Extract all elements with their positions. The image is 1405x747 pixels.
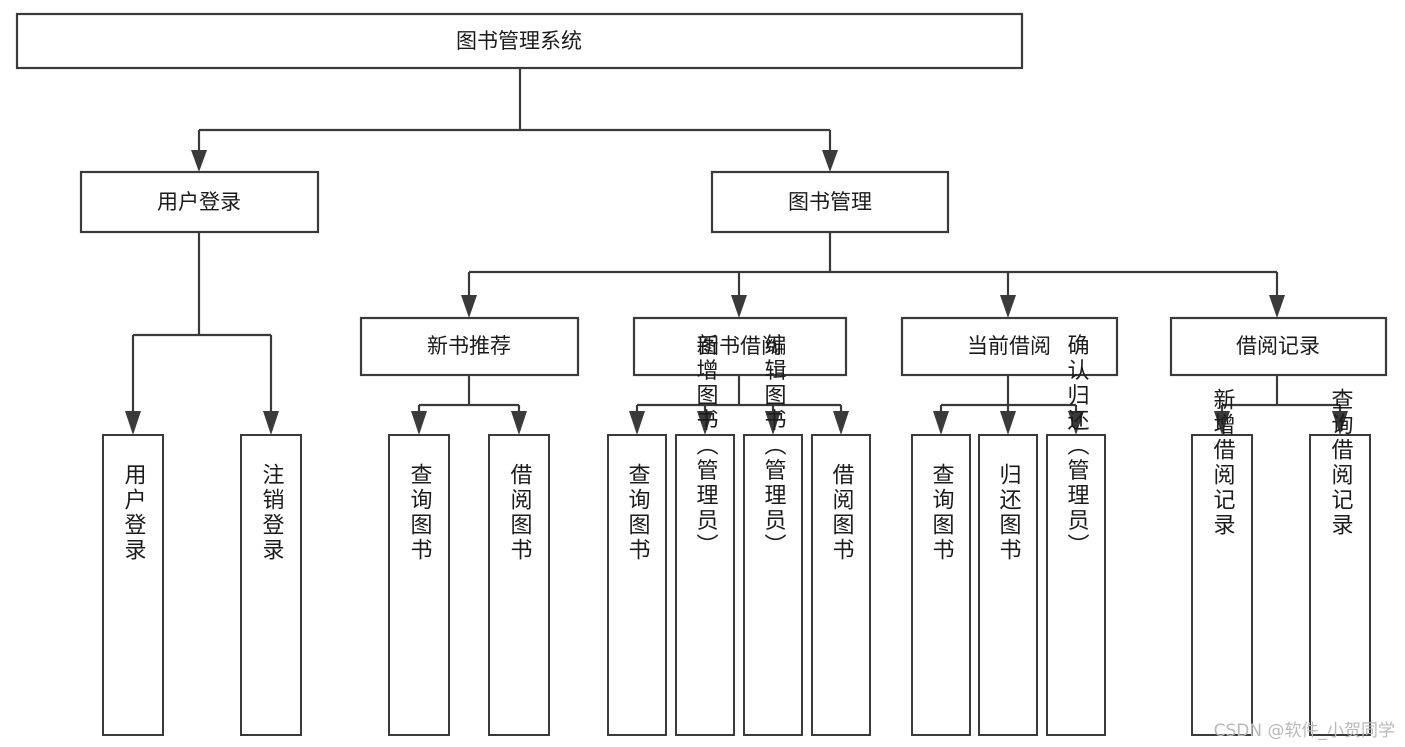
arrow-nb-leaf-1 <box>511 411 527 435</box>
arrow-bb-leaf-0 <box>629 411 645 435</box>
leaf-book-borrow-0-box[interactable] <box>607 434 667 736</box>
arrow-ul-leaf-1 <box>263 411 279 435</box>
leaf-book-borrow-2[interactable]: 编辑图书（管理员） <box>743 334 803 736</box>
node-current-borrow-label: 当前借阅 <box>967 334 1051 358</box>
leaf-current-borrow-2[interactable]: 确认归还（管理员） <box>1046 334 1106 736</box>
arrow-l3-2 <box>1000 295 1016 318</box>
leaf-current-borrow-2-box[interactable] <box>1046 434 1106 736</box>
arrow-ul-leaf-0 <box>125 411 141 435</box>
leaf-current-borrow-1-label: 归还图书 <box>996 463 1022 563</box>
node-new-book-recommend[interactable]: 新书推荐 <box>359 316 580 377</box>
node-book-manage-label: 图书管理 <box>788 190 872 214</box>
leaf-user-login-1-label: 注销登录 <box>259 463 285 563</box>
arrow-bb-leaf-2 <box>765 411 781 435</box>
leaf-book-borrow-3-box[interactable] <box>811 434 871 736</box>
leaf-borrow-record-0-box[interactable] <box>1191 434 1253 736</box>
leaf-new-book-1[interactable]: 借阅图书 <box>488 434 550 736</box>
arrow-bb-leaf-3 <box>833 411 849 435</box>
node-book-borrow-label: 图书借阅 <box>698 334 782 358</box>
leaf-book-borrow-2-box[interactable] <box>743 434 803 736</box>
leaf-user-login-0[interactable]: 用户登录 <box>102 434 164 736</box>
arrow-cb-leaf-0 <box>933 411 949 435</box>
leaf-new-book-0-box[interactable] <box>388 434 450 736</box>
leaf-book-borrow-3[interactable]: 借阅图书 <box>811 434 871 736</box>
arrow-cb-leaf-1 <box>1000 411 1016 435</box>
leaf-book-borrow-0[interactable]: 查询图书 <box>607 434 667 736</box>
leaf-borrow-record-0[interactable]: 新增借阅记录 <box>1191 388 1253 736</box>
leaf-book-borrow-3-label: 借阅图书 <box>829 463 855 563</box>
leaf-new-book-1-label: 借阅图书 <box>507 463 533 563</box>
arrow-l3-1 <box>731 295 747 318</box>
arrow-br-leaf-1 <box>1332 411 1348 435</box>
leaf-book-borrow-2-label: 编辑图书（管理员） <box>761 334 787 559</box>
node-root-box[interactable] <box>15 12 1024 70</box>
leaf-book-borrow-0-label: 查询图书 <box>625 463 651 563</box>
leaf-new-book-0[interactable]: 查询图书 <box>388 434 450 736</box>
arrow-nb-leaf-0 <box>411 411 427 435</box>
leaf-user-login-1[interactable]: 注销登录 <box>240 434 302 736</box>
leaf-borrow-record-1[interactable]: 查询借阅记录 <box>1309 388 1371 736</box>
leaf-current-borrow-2-label: 确认归还（管理员） <box>1064 334 1090 559</box>
leaf-book-borrow-1[interactable]: 新增图书（管理员） <box>675 334 735 736</box>
leaf-current-borrow-0[interactable]: 查询图书 <box>911 434 971 736</box>
node-borrow-record[interactable]: 借阅记录 <box>1169 316 1388 377</box>
leaf-user-login-1-box[interactable] <box>240 434 302 736</box>
leaf-borrow-record-0-label: 新增借阅记录 <box>1210 388 1236 538</box>
arrow-br-leaf-0 <box>1214 411 1230 435</box>
node-current-borrow-box[interactable] <box>900 316 1119 377</box>
node-book-manage-box[interactable] <box>710 170 950 234</box>
node-new-book-recommend-label: 新书推荐 <box>427 334 511 358</box>
csdn-watermark: CSDN @软件_小贺同学 <box>1213 721 1395 741</box>
leaf-book-borrow-1-box[interactable] <box>675 434 735 736</box>
leaf-current-borrow-0-box[interactable] <box>911 434 971 736</box>
leaf-borrow-record-1-label: 查询借阅记录 <box>1328 388 1354 538</box>
node-user-login-label: 用户登录 <box>157 190 241 214</box>
node-user-login[interactable]: 用户登录 <box>79 170 320 234</box>
arrow-book-manage <box>822 150 838 172</box>
arrow-bb-leaf-1 <box>697 411 713 435</box>
node-new-book-recommend-box[interactable] <box>359 316 580 377</box>
node-book-manage[interactable]: 图书管理 <box>710 170 950 234</box>
node-borrow-record-box[interactable] <box>1169 316 1388 377</box>
leaf-borrow-record-1-box[interactable] <box>1309 434 1371 736</box>
node-borrow-record-label: 借阅记录 <box>1236 334 1320 358</box>
leaf-new-book-0-label: 查询图书 <box>407 463 433 563</box>
leaf-current-borrow-0-label: 查询图书 <box>929 463 955 563</box>
node-root-label: 图书管理系统 <box>456 29 582 53</box>
leaf-current-borrow-1-box[interactable] <box>978 434 1038 736</box>
arrow-user-login <box>191 150 207 172</box>
leaf-user-login-0-label: 用户登录 <box>121 463 147 563</box>
edge-layer <box>125 68 1348 435</box>
node-current-borrow[interactable]: 当前借阅 <box>900 316 1119 377</box>
arrow-l3-0 <box>461 295 477 318</box>
leaf-user-login-0-box[interactable] <box>102 434 164 736</box>
arrow-cb-leaf-2 <box>1068 411 1084 435</box>
leaf-current-borrow-1[interactable]: 归还图书 <box>978 434 1038 736</box>
node-user-login-box[interactable] <box>79 170 320 234</box>
node-book-borrow-box[interactable] <box>632 316 848 377</box>
arrow-l3-3 <box>1269 295 1285 318</box>
leaf-book-borrow-1-label: 新增图书（管理员） <box>693 334 719 559</box>
node-book-borrow[interactable]: 图书借阅 <box>632 316 848 377</box>
leaf-new-book-1-box[interactable] <box>488 434 550 736</box>
node-root[interactable]: 图书管理系统 <box>15 12 1024 70</box>
